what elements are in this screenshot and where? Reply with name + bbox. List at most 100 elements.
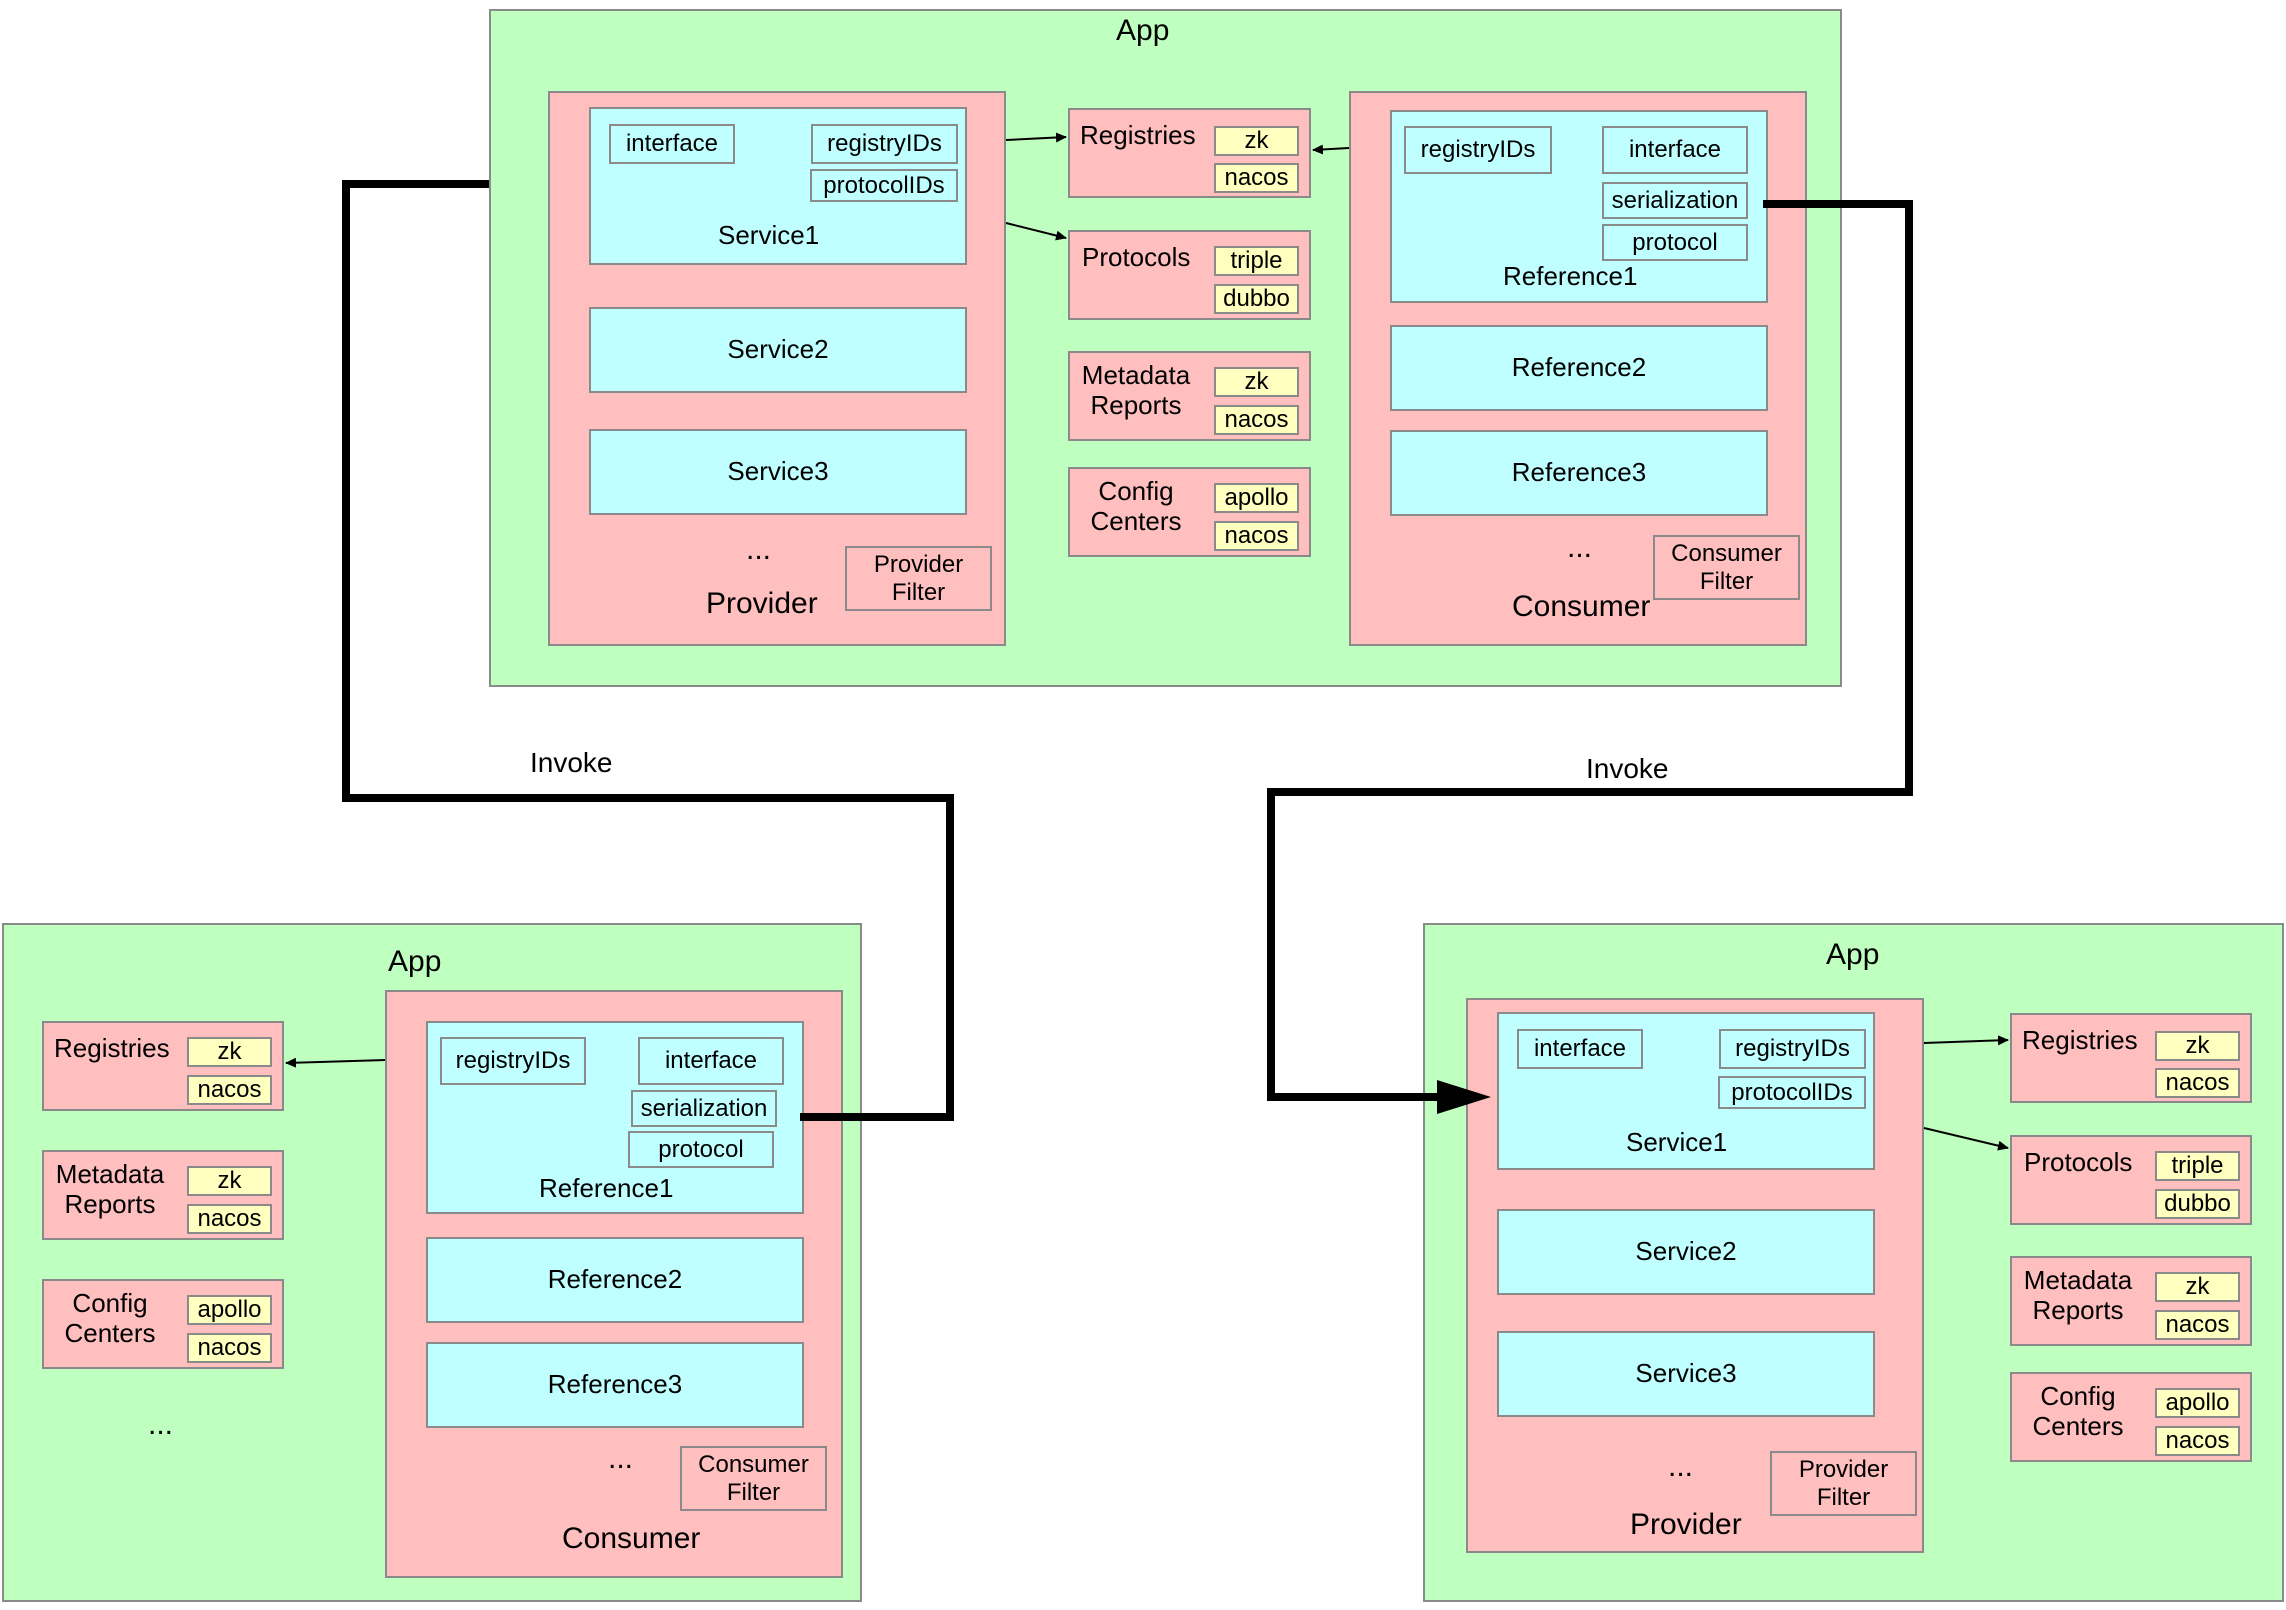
top-reference1: registryIDs interface serialization prot… [1390,110,1768,303]
top-reference1-interface-field: interface [1602,126,1748,174]
br-metadata-label: Metadata Reports [2023,1265,2133,1325]
bl-metadata: Metadata Reports zk nacos [42,1150,284,1240]
top-config-centers-nacos: nacos [1214,521,1299,551]
top-consumer: registryIDs interface serialization prot… [1349,91,1807,646]
bl-consumer: registryIDs interface serialization prot… [385,990,843,1578]
top-service1-protocolids-field: protocolIDs [810,169,958,202]
bl-reference1-interface-field: interface [638,1037,784,1085]
bl-reference1: registryIDs interface serialization prot… [426,1021,804,1214]
br-registries-nacos: nacos [2155,1068,2240,1098]
top-reference1-registryids-field: registryIDs [1404,126,1552,174]
bl-consumer-ellipsis: ... [608,1442,634,1475]
invoke-wire-left [342,180,954,1121]
bl-registries-zk: zk [187,1037,272,1067]
bl-metadata-label: Metadata Reports [55,1159,165,1219]
top-reference1-protocol-field: protocol [1602,224,1748,261]
top-registries-zk: zk [1214,126,1299,156]
arrow-br-service1-to-registries [1923,1035,2009,1046]
invoke-arrowhead-right [1437,1080,1491,1114]
top-consumer-ellipsis: ... [1567,531,1593,564]
br-service3: Service3 [1497,1331,1875,1417]
top-config-centers: Config Centers apollo nacos [1068,467,1311,557]
bl-reference1-registryids-field: registryIDs [440,1037,586,1085]
top-protocols-triple: triple [1214,246,1299,276]
top-reference1-serialization-field: serialization [1602,182,1748,219]
top-service1-interface-field: interface [609,124,735,164]
bl-reference1-protocol-field: protocol [628,1131,774,1168]
top-provider-filter: Provider Filter [845,546,992,611]
br-registries-label: Registries [2022,1025,2138,1055]
top-config-centers-apollo: apollo [1214,483,1299,513]
top-service1-label: Service1 [718,220,820,250]
bl-reference1-label: Reference1 [539,1173,674,1203]
br-config-centers-label: Config Centers [2032,1381,2124,1441]
top-metadata-label: Metadata Reports [1081,360,1191,420]
br-registries-zk: zk [2155,1031,2240,1061]
top-service1: interface registryIDs protocolIDs Servic… [589,107,967,265]
br-provider-ellipsis: ... [1668,1450,1694,1483]
top-config-centers-label: Config Centers [1090,476,1182,536]
top-registries-label: Registries [1080,120,1196,150]
br-service1-label: Service1 [1626,1127,1728,1157]
top-reference3: Reference3 [1390,430,1768,516]
bl-metadata-nacos: nacos [187,1204,272,1234]
br-metadata-nacos: nacos [2155,1310,2240,1340]
invoke-label-left: Invoke [530,747,613,778]
br-service1-protocolids-field: protocolIDs [1718,1076,1866,1109]
bl-reference3: Reference3 [426,1342,804,1428]
top-provider-ellipsis: ... [746,533,772,566]
bl-reference2: Reference2 [426,1237,804,1323]
bl-registries: Registries zk nacos [42,1021,284,1111]
br-metadata: Metadata Reports zk nacos [2010,1256,2252,1346]
app-bottom-left-label: App [388,945,442,978]
br-config-centers-nacos: nacos [2155,1426,2240,1456]
app-bottom-right-label: App [1826,938,1880,971]
br-config-centers: Config Centers apollo nacos [2010,1372,2252,1462]
top-consumer-filter: Consumer Filter [1653,535,1800,600]
bl-registries-label: Registries [54,1033,170,1063]
top-service3: Service3 [589,429,967,515]
br-service1-interface-field: interface [1517,1029,1643,1069]
bl-config-centers-nacos: nacos [187,1333,272,1363]
bl-reference1-serialization-field: serialization [631,1090,777,1127]
br-config-centers-apollo: apollo [2155,1388,2240,1418]
top-registries-nacos: nacos [1214,163,1299,193]
top-metadata: Metadata Reports zk nacos [1068,351,1311,441]
arrow-service1-to-registries [1005,132,1067,143]
top-metadata-nacos: nacos [1214,405,1299,435]
br-metadata-zk: zk [2155,1272,2240,1302]
top-metadata-zk: zk [1214,367,1299,397]
bl-config-centers: Config Centers apollo nacos [42,1279,284,1369]
br-service1-registryids-field: registryIDs [1719,1029,1866,1069]
bl-consumer-filter: Consumer Filter [680,1446,827,1511]
arrow-service1-to-protocols [1005,222,1067,241]
arrow-reference1-to-registries [1312,144,1350,155]
br-protocols-triple: triple [2155,1151,2240,1181]
top-service2: Service2 [589,307,967,393]
top-provider: interface registryIDs protocolIDs Servic… [548,91,1006,646]
arrow-bl-consumer-to-registries [285,1057,386,1068]
bl-config-centers-label: Config Centers [64,1288,156,1348]
br-protocols-label: Protocols [2024,1147,2133,1177]
top-protocols-dubbo: dubbo [1214,284,1299,314]
top-reference2: Reference2 [1390,325,1768,411]
top-registries: Registries zk nacos [1068,108,1311,198]
top-protocols-label: Protocols [1082,242,1191,272]
top-provider-title: Provider [706,587,818,620]
br-provider-filter: Provider Filter [1770,1451,1917,1516]
br-service2: Service2 [1497,1209,1875,1295]
br-provider: interface registryIDs protocolIDs Servic… [1466,998,1924,1553]
invoke-label-right: Invoke [1586,753,1669,784]
br-provider-title: Provider [1630,1508,1742,1541]
top-service1-registryids-field: registryIDs [811,124,958,164]
app-top-label: App [1116,14,1170,47]
invoke-wire-right [1267,200,1913,1101]
br-protocols: Protocols triple dubbo [2010,1135,2252,1225]
bl-config-ellipsis: ... [148,1408,174,1441]
bl-metadata-zk: zk [187,1166,272,1196]
top-reference1-label: Reference1 [1503,261,1638,291]
arrow-br-service1-to-protocols [1923,1127,2009,1151]
top-consumer-title: Consumer [1512,590,1651,623]
